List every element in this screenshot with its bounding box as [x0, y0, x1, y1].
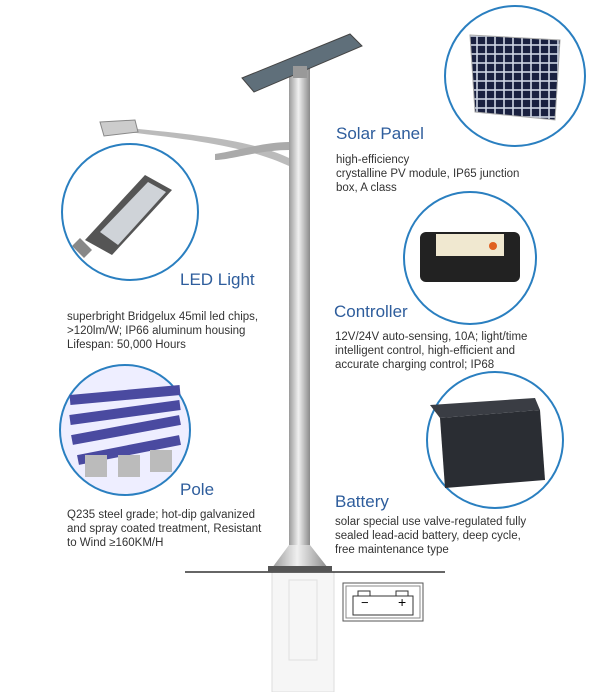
battery-title: Battery [335, 492, 389, 511]
led-light-title: LED Light [180, 270, 255, 289]
controller-photo [403, 191, 537, 325]
pole-photo [59, 364, 191, 496]
led-light-desc: superbright Bridgelux 45mil led chips,>1… [67, 311, 259, 351]
battery-symbol [342, 582, 424, 622]
foundation [271, 571, 335, 692]
pole [99, 33, 363, 572]
battery-minus-sign: − [361, 595, 369, 610]
led-light-photo [61, 143, 199, 281]
solar-panel-photo [444, 5, 586, 147]
battery-photo [426, 371, 564, 509]
battery-plus-sign: + [398, 594, 407, 610]
solar-panel-title: Solar Panel [336, 124, 424, 143]
controller-title: Controller [334, 302, 408, 321]
pole-title: Pole [180, 480, 215, 499]
